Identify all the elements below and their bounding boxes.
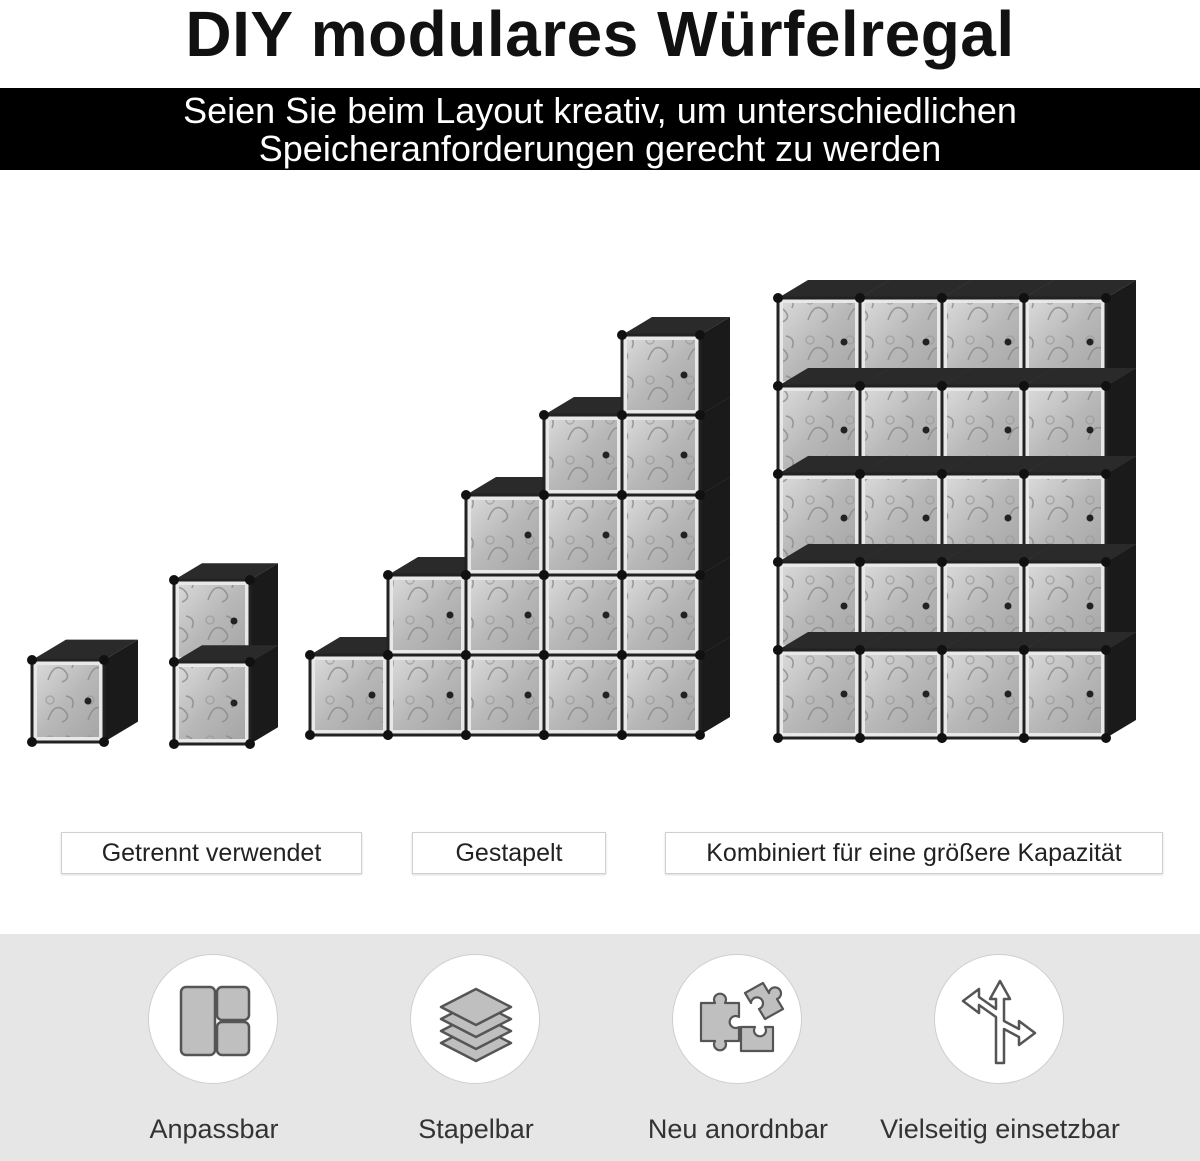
feature-stackable: Stapelbar [346,954,606,1154]
shelf-cube [617,477,730,580]
feature-versatile: Vielseitig einsetzbar [870,954,1130,1154]
feature-icon-circle [148,954,278,1084]
shelf-cube [617,317,730,420]
feature-label: Vielseitig einsetzbar [880,1114,1120,1144]
subtitle-line-1: Seien Sie beim Layout kreativ, um unters… [183,90,1017,131]
shelf-cube [937,632,1054,743]
layout-label-combined: Kombiniert für eine größere Kapazität [665,832,1163,874]
feature-customizable: Anpassbar [84,954,344,1154]
shelf-cube [27,639,138,747]
feature-icon-circle [672,954,802,1084]
feature-band: Anpassbar Stapelbar [0,934,1200,1161]
shelf-cube [169,645,278,749]
feature-icon-circle [410,954,540,1084]
feature-label: Neu anordnbar [647,1114,829,1144]
layout-label-separate: Getrennt verwendet [61,832,362,874]
direction-arrows-icon [961,979,1037,1065]
subtitle-line-2: Speicheranforderungen gerecht zu werden [258,128,942,169]
feature-label: Anpassbar [149,1114,279,1144]
modules-icon [179,985,251,1057]
feature-icon-circle [934,954,1064,1084]
subtitle-band: Seien Sie beim Layout kreativ, um unters… [0,88,1200,170]
page-title: DIY modulares Würfelregal [185,0,1015,70]
cube-shelf-illustration [27,280,1136,749]
layout-label-stacked: Gestapelt [412,832,606,874]
stack-layers-icon [439,987,513,1063]
feature-rearrangeable: Neu anordnbar [608,954,868,1154]
shelf-cube [1019,632,1136,743]
feature-label: Stapelbar [418,1114,534,1144]
puzzle-icon [699,981,785,1053]
